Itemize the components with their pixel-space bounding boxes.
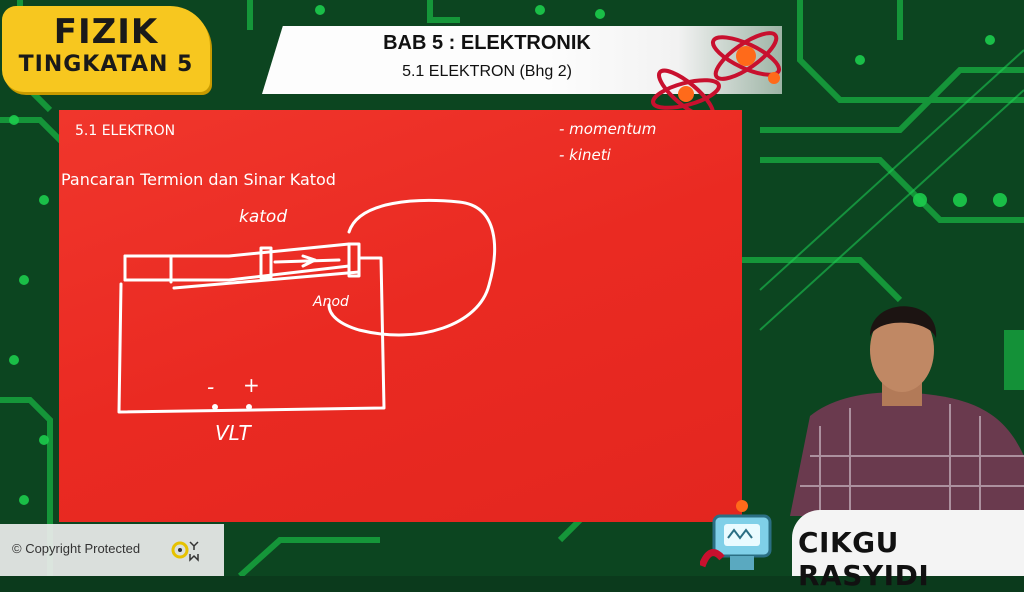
lesson-slide: 5.1 ELEKTRON Pancaran Termion dan Sinar … (59, 110, 742, 522)
chapter-subtitle: 5.1 ELEKTRON (Bhg 2) (402, 63, 572, 80)
presenter-name-badge: CIKGU RASYIDI (792, 510, 1024, 592)
cathode-plate (259, 246, 273, 280)
subject-title-badge: FIZIK TINGKATAN 5 (2, 6, 210, 92)
note-momentum: - momentum (559, 120, 656, 138)
terminal-minus: - (207, 375, 214, 399)
terminal-plus: + (243, 373, 260, 397)
cathode-ray-tube-sketch: katod Anod - + VLT - momentum - kineti (117, 120, 656, 445)
external-circuit-wire (117, 256, 386, 414)
subject-level: TINGKATAN 5 (18, 52, 194, 77)
voltage-label: VLT (215, 421, 252, 445)
anode-plate (347, 242, 361, 278)
tube-neck-outline (123, 242, 351, 258)
copyright-logo-icon (171, 541, 199, 562)
subject-title: FIZIK (53, 12, 159, 52)
slide-heading: 5.1 ELEKTRON (75, 123, 176, 139)
robot-icon (700, 500, 772, 570)
anode-label: Anod (312, 294, 349, 310)
atom-icon (651, 31, 782, 112)
presenter-video (790, 306, 1024, 516)
copyright-notice: © Copyright Protected (0, 524, 224, 576)
cathode-label: katod (239, 207, 287, 227)
copyright-text: © Copyright Protected (12, 541, 141, 556)
presenter-name: CIKGU RASYIDI (798, 526, 930, 592)
slide-subheading: Pancaran Termion dan Sinar Katod (61, 170, 336, 189)
tube-bulb-outline (327, 199, 496, 337)
note-kinetic: - kineti (559, 146, 612, 164)
chapter-title: BAB 5 : ELEKTRONIK (383, 32, 591, 54)
